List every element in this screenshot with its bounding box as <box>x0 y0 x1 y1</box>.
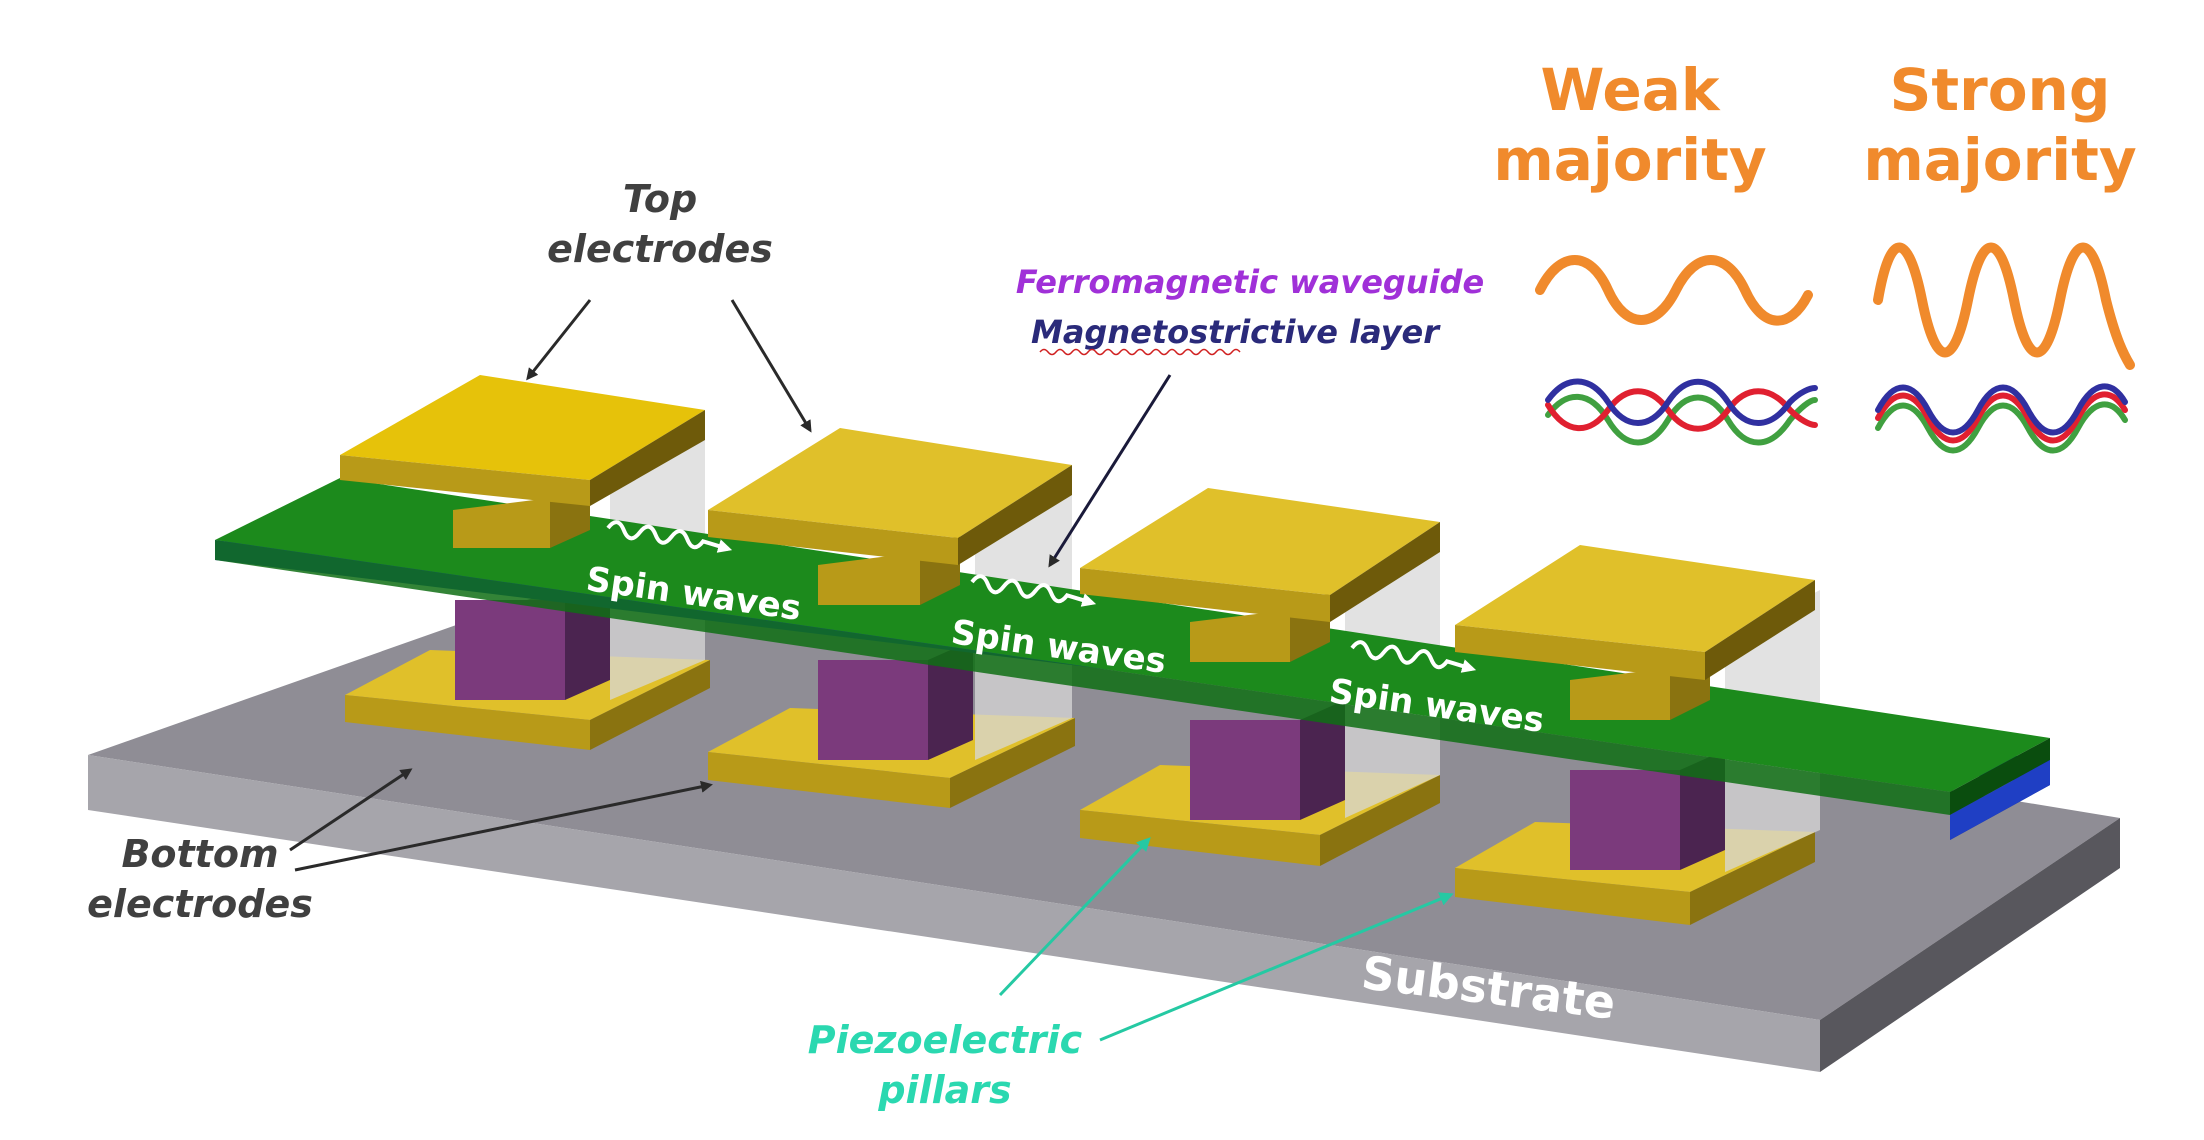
svg-text:Weak: Weak <box>1541 56 1721 124</box>
piezo-arrow-2 <box>1099 892 1454 1042</box>
svg-text:electrodes: electrodes <box>87 882 313 926</box>
svg-text:Strong: Strong <box>1890 56 2111 124</box>
svg-text:Bottom: Bottom <box>121 832 278 876</box>
spin-wave-arrow-icon <box>1350 640 1477 673</box>
spellcheck-underline <box>1039 348 1241 356</box>
bottom-electrodes-arrow-1 <box>289 768 413 852</box>
waveguide-arrow <box>1048 374 1172 568</box>
weak-input-waves <box>1545 378 1818 446</box>
magnetostrictive-layer-label: Magnetostrictive layer <box>1031 313 1441 351</box>
spin-wave-arrow-icon <box>970 574 1097 607</box>
top-electrodes-arrow-2 <box>730 299 812 433</box>
weak-output-wave <box>1535 255 1813 326</box>
strong-output-wave <box>1873 242 2135 370</box>
top-electrode-4 <box>1455 545 1815 720</box>
spin-wave-arrow-icon <box>606 520 733 553</box>
strong-input-waves <box>1875 383 2128 454</box>
svg-text:majority: majority <box>1493 126 1766 194</box>
top-electrode-2 <box>708 428 1072 605</box>
piezo-arrow-1 <box>998 837 1151 997</box>
svg-text:electrodes: electrodes <box>547 227 773 271</box>
bottom-electrodes-arrow-2 <box>294 780 713 872</box>
piezo-pillar-2 <box>818 640 973 760</box>
top-electrodes-label: Top electrodes <box>547 177 773 271</box>
svg-text:majority: majority <box>1863 126 2136 194</box>
weak-majority-title: Weak majority <box>1493 56 1766 194</box>
piezoelectric-pillars-label: Piezoelectric pillars <box>808 1018 1083 1112</box>
top-electrodes-arrow-1 <box>526 299 592 381</box>
strong-majority-title: Strong majority <box>1863 56 2136 194</box>
svg-text:Piezoelectric: Piezoelectric <box>808 1018 1083 1062</box>
svg-text:Top: Top <box>623 177 697 221</box>
top-electrode-3 <box>1080 488 1440 662</box>
top-electrode-1 <box>340 375 705 548</box>
svg-text:pillars: pillars <box>877 1068 1011 1112</box>
bottom-electrodes-label: Bottom electrodes <box>87 832 313 926</box>
piezo-pillar-3 <box>1190 700 1345 820</box>
ferromagnetic-waveguide-label: Ferromagnetic waveguide <box>1016 263 1484 301</box>
